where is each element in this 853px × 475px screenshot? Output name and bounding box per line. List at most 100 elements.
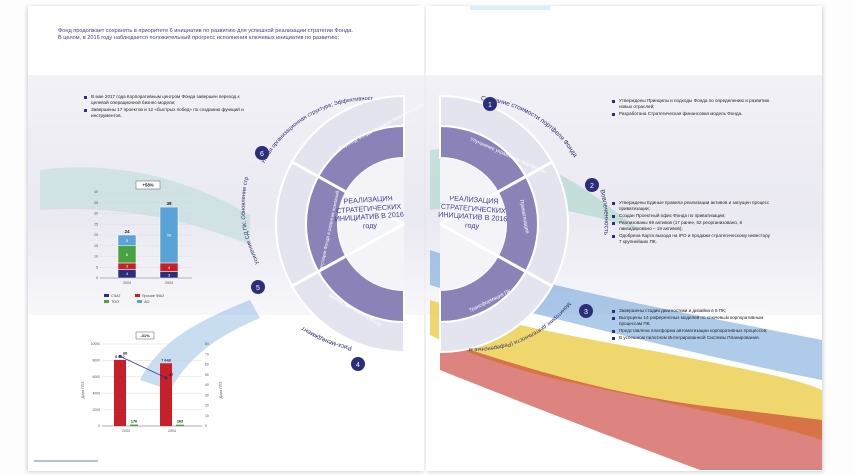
svg-text:6: 6 bbox=[260, 151, 264, 158]
chart2-ytick-right: 30 bbox=[205, 393, 209, 397]
chart2-ytick: 10000 bbox=[91, 342, 101, 346]
chart1-total-label: 24 bbox=[124, 229, 130, 234]
left-bullet-list: В мае 2017 года Корпоративным центром Фо… bbox=[84, 94, 244, 120]
chart2-ytick-right: 0 bbox=[205, 424, 207, 428]
chart2-ytick-right: 50 bbox=[205, 373, 209, 377]
chart2-ytick: 8000 bbox=[92, 359, 100, 363]
chart1-segment-label: 3 bbox=[126, 264, 129, 269]
chart2-line bbox=[119, 355, 167, 379]
marker-1: 1 bbox=[483, 97, 497, 111]
chart1-ytick: 15 bbox=[94, 244, 98, 248]
right-block-1-bullet-1: Утверждены Принципы и подходы Фонда по о… bbox=[612, 98, 772, 110]
chart1-ytick: 35 bbox=[94, 201, 98, 205]
right-block-3-bullet-3: Представлена платформа автоматизации кор… bbox=[612, 328, 772, 334]
svg-text:3: 3 bbox=[584, 309, 588, 316]
chart2-ytick: 0 bbox=[98, 424, 100, 428]
initiative-2-outer-label: Вовлеченность bbox=[598, 189, 610, 236]
chart1-segment-label: 3 bbox=[168, 272, 171, 277]
chart1-annotation: +58% bbox=[142, 183, 153, 188]
svg-text:2: 2 bbox=[590, 183, 594, 190]
chart1-ytick: 30 bbox=[94, 212, 98, 216]
marker-4: 4 bbox=[351, 357, 365, 371]
chart2-bar-label: 7 648 bbox=[161, 358, 171, 362]
chart2-ytick: 2000 bbox=[92, 408, 100, 412]
right-block-2-bullet-3: Реализованы 69 активов (17 ранее, 52 рео… bbox=[612, 220, 772, 232]
chart1-ytick: 40 bbox=[94, 190, 98, 194]
marker-6: 6 bbox=[255, 146, 269, 160]
footer-mark bbox=[34, 460, 98, 462]
chart1-bar-segment bbox=[117, 234, 137, 246]
chart1-annotation-box bbox=[135, 180, 161, 190]
chart2-ylabel-right: Доля ППЗ bbox=[219, 382, 223, 399]
svg-text:4: 4 bbox=[356, 362, 360, 369]
chart1-ytick: 5 bbox=[96, 265, 98, 269]
chart2-ytick-right: 40 bbox=[205, 383, 209, 387]
legend-item-3: ТОО bbox=[104, 300, 119, 304]
chart1-category-label: 2004 bbox=[165, 281, 173, 285]
right-block-2-bullet-4: Одобрена Карта выхода на IPO и продажи с… bbox=[612, 233, 772, 245]
left-bullet-2: Завершены 17 проектов и 12 «быстрых побе… bbox=[84, 107, 244, 119]
chart1-segment-label: 5 bbox=[126, 238, 129, 243]
chart1-segment-label: 26 bbox=[167, 233, 172, 238]
chart2-bar bbox=[160, 363, 172, 426]
chart2-bar-label: 8 062 bbox=[115, 355, 125, 359]
chart2-line-label: 47 bbox=[169, 373, 173, 377]
chart1-total-label: 38 bbox=[166, 201, 172, 206]
right-block-3: Завершены стадии диагностики и дизайна в… bbox=[612, 308, 772, 342]
chart2-bar-label: 176 bbox=[131, 420, 137, 424]
center-left-title: РЕАЛИЗАЦИЯ СТРАТЕГИЧЕСКИХ ИНИЦИАТИВ В 20… bbox=[334, 196, 405, 230]
intro-text: Фонд продолжает сохранять в приоритете 6… bbox=[58, 28, 353, 41]
svg-text:5: 5 bbox=[256, 285, 260, 292]
svg-text:1: 1 bbox=[488, 102, 492, 109]
chart2-bar bbox=[176, 424, 184, 426]
chart1-ytick: 25 bbox=[94, 222, 98, 226]
chart2-ytick-right: 80 bbox=[205, 342, 209, 346]
right-block-2-bullet-2: Создан Проектный офис Фонда по приватиза… bbox=[612, 213, 772, 219]
chart2-line-point bbox=[118, 354, 122, 358]
chart1-ytick: 0 bbox=[96, 276, 98, 280]
left-bullet-1: В мае 2017 года Корпоративным центром Фо… bbox=[84, 94, 244, 106]
marker-5: 5 bbox=[251, 280, 265, 294]
chart2-line-point bbox=[164, 376, 168, 380]
chart2-ytick-right: 10 bbox=[205, 414, 209, 418]
chart1-segment-label: 4 bbox=[168, 265, 171, 270]
legend-item-4: АО bbox=[137, 300, 149, 304]
chart2-category-label: 2004 bbox=[122, 429, 130, 433]
right-block-3-bullet-2: Выпущены 14 референсных моделей по ключе… bbox=[612, 315, 772, 327]
center-right-title: РЕАЛИЗАЦИЯ СТРАТЕГИЧЕСКИХ ИНИЦИАТИВ В 20… bbox=[437, 196, 508, 230]
legend-item-2: Прочие ФАО bbox=[134, 294, 164, 298]
bar-line-chart: 0 2000 4000 6000 8000 10000 0 10 20 30 40 50 60 70 80Д… bbox=[81, 331, 223, 433]
chart2-ytick-right: 20 bbox=[205, 404, 209, 408]
chart2-bar-label: 163 bbox=[177, 420, 183, 424]
chart2-annotation-box bbox=[135, 331, 155, 340]
initiative-2-inner-label: Приватизация bbox=[518, 199, 530, 234]
marker-2: 2 bbox=[585, 178, 599, 192]
chart1-segment-label: 4 bbox=[126, 271, 129, 276]
chart2-ytick: 4000 bbox=[92, 391, 100, 395]
chart2-bar bbox=[114, 359, 126, 426]
right-block-1-bullet-2: Разработана Стратегическая финансовая мо… bbox=[612, 111, 772, 117]
right-ring bbox=[439, 94, 570, 354]
chart1-ytick: 20 bbox=[94, 233, 98, 237]
right-block-2: Утверждены Единые правила реализации акт… bbox=[612, 200, 772, 246]
chart1-bar-segment bbox=[159, 206, 179, 264]
right-block-3-bullet-4: В успешном пилотном Интегрированной Сист… bbox=[612, 335, 772, 341]
top-strip bbox=[470, 6, 550, 10]
chart2-annotation: -31% bbox=[140, 333, 150, 338]
chart2-category-label: 2004 bbox=[168, 429, 176, 433]
chart1-category-label: 2004 bbox=[123, 281, 131, 285]
chart2-bar bbox=[130, 424, 138, 426]
chart2-ytick: 6000 bbox=[92, 375, 100, 379]
chart1-segment-label: 8 bbox=[126, 252, 129, 257]
chart2-line-label: 68 bbox=[123, 351, 127, 355]
right-block-1: Утверждены Принципы и подходы Фонда по о… bbox=[612, 98, 772, 118]
marker-3: 3 bbox=[579, 304, 593, 318]
chart2-ytick-right: 70 bbox=[205, 352, 209, 356]
chart2-ytick-right: 60 bbox=[205, 363, 209, 367]
right-block-2-bullet-1: Утверждены Единые правила реализации акт… bbox=[612, 200, 772, 212]
chart1-legend: СЧАГ Прочие ФАО ТОО АО bbox=[104, 294, 214, 304]
chart2-ylabel: Доля ППЗ bbox=[81, 382, 85, 399]
